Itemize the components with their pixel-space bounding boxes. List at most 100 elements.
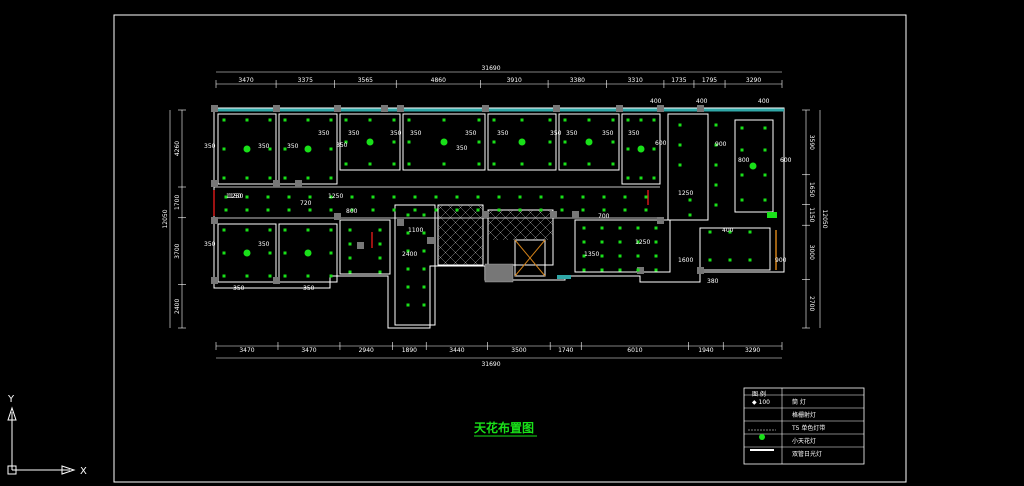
downlight: [283, 176, 287, 180]
downlight: [587, 118, 591, 122]
downlight: [422, 285, 426, 289]
downlight: [497, 208, 501, 212]
downlight: [763, 198, 767, 202]
ucs-y-label: Y: [7, 394, 15, 405]
misc-dim-label: 800: [346, 208, 358, 215]
accent-walls: [213, 190, 777, 279]
misc-dim-label: 1350: [584, 251, 599, 258]
downlight: [623, 208, 627, 212]
hatch-line: [527, 209, 554, 236]
downlight: [350, 195, 354, 199]
right-dim-label: 1150: [808, 207, 815, 222]
downlight: [714, 203, 718, 207]
top-dim-label: 3910: [507, 77, 522, 84]
office-5: [487, 113, 557, 171]
misc-dim-label: 900: [715, 141, 727, 148]
legend-text: 小天花灯: [792, 437, 816, 445]
downlight: [371, 208, 375, 212]
grey-block: [484, 263, 514, 283]
misc-dim-label: 400: [650, 98, 662, 105]
downlight: [581, 195, 585, 199]
misc-dim-label: 800: [738, 157, 750, 164]
bottom-dim-label: 3470: [301, 347, 316, 354]
misc-dim-label: 720: [300, 200, 312, 207]
downlight: [245, 118, 249, 122]
downlight: [371, 195, 375, 199]
downlight: [392, 208, 396, 212]
downlight: [740, 126, 744, 130]
downlight: [344, 162, 348, 166]
column: [657, 217, 664, 224]
top-dim-label: 3290: [746, 77, 761, 84]
office-2: [278, 113, 338, 185]
right-dim-label: 3590: [808, 135, 815, 150]
downlight: [378, 256, 382, 260]
downlight: [623, 195, 627, 199]
misc-dim-label: 1250: [328, 193, 343, 200]
misc-dim-label: 400: [696, 98, 708, 105]
downlight: [306, 274, 310, 278]
downlight: [582, 254, 586, 258]
column: [427, 237, 434, 244]
downlight: [652, 176, 656, 180]
column-group: [211, 105, 704, 284]
legend-text: 筒 灯: [792, 398, 806, 406]
downlight: [548, 140, 552, 144]
bottom-total-dim: 31690: [481, 361, 500, 368]
column: [295, 180, 302, 187]
ucs-origin-box: [7, 465, 17, 475]
downlight: [497, 195, 501, 199]
downlight: [563, 162, 567, 166]
misc-dim-label: 400: [758, 98, 770, 105]
downlight: [618, 268, 622, 272]
misc-dim-label: 1250: [635, 239, 650, 246]
downlight: [245, 195, 249, 199]
downlight: [392, 195, 396, 199]
downlight: [748, 258, 752, 262]
room-dim-label: 350: [204, 143, 216, 150]
hatch-line: [542, 229, 554, 241]
hatch-line: [462, 244, 484, 266]
downlight: [652, 118, 656, 122]
misc-dim-label: 600: [655, 140, 667, 147]
hatch-line: [487, 219, 509, 241]
column: [273, 180, 280, 187]
room-dim-label: 350: [410, 130, 422, 137]
downlight: [442, 118, 446, 122]
downlight: [636, 254, 640, 258]
hatch-line: [467, 204, 484, 221]
downlight: [563, 140, 567, 144]
column: [616, 105, 623, 112]
downlight: [678, 163, 682, 167]
downlight: [422, 249, 426, 253]
downlight: [740, 148, 744, 152]
office-7: [621, 113, 661, 185]
bottom-dim-label: 3440: [449, 347, 464, 354]
downlight: [413, 208, 417, 212]
misc-dim-label: 380: [707, 278, 719, 285]
column: [273, 105, 280, 112]
room-dim-label: 350: [497, 130, 509, 137]
downlight: [708, 230, 712, 234]
downlight: [422, 231, 426, 235]
office-4: [402, 113, 486, 171]
right-dim-label: 2700: [808, 296, 815, 311]
ucs-y-arrow: [7, 406, 17, 421]
room-dim-label: 350: [628, 130, 640, 137]
right-dim-label: 1650: [808, 182, 815, 197]
cyan-door: [557, 275, 571, 279]
downlight: [520, 162, 524, 166]
downlight: [268, 228, 272, 232]
downlight: [476, 195, 480, 199]
downlight: [636, 226, 640, 230]
hatch-line: [492, 209, 524, 241]
downlight: [283, 118, 287, 122]
downlight: [434, 195, 438, 199]
downlight: [392, 140, 396, 144]
column: [211, 277, 218, 284]
bottom-dim-label: 1940: [698, 347, 713, 354]
downlight: [539, 195, 543, 199]
downlight: [306, 176, 310, 180]
